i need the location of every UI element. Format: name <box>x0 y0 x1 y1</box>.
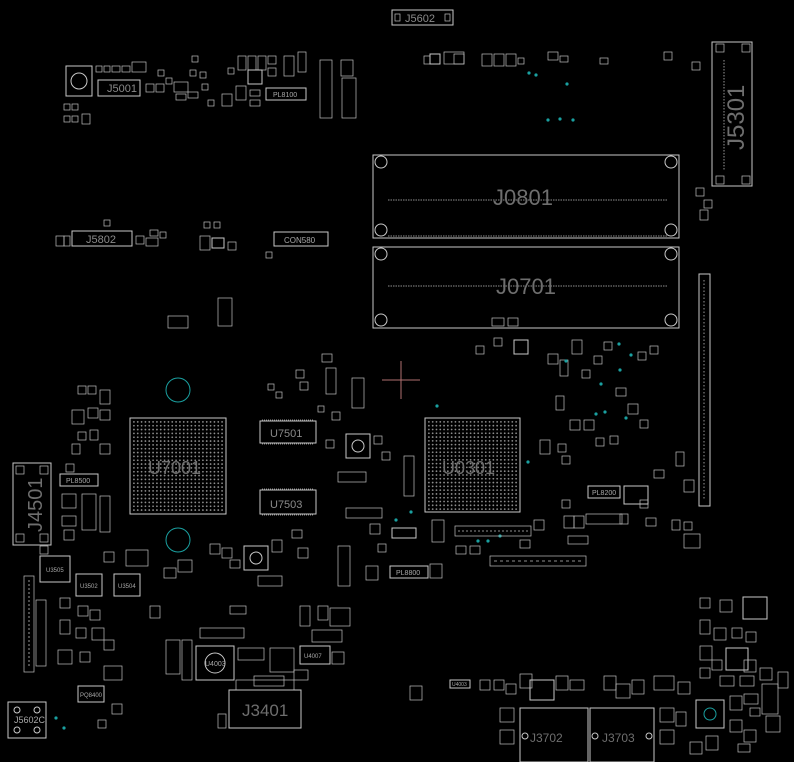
u0301-label: U0301 <box>442 458 495 478</box>
u4003-label: U4003 <box>205 661 226 668</box>
j3702-label: J3702 <box>530 731 563 745</box>
j0701-label: J0701 <box>496 274 556 299</box>
j4501-label: J4501 <box>25 478 47 533</box>
con580-label: CON580 <box>284 236 316 245</box>
u3505-label: U3505 <box>46 568 64 574</box>
pl8500-label: PL8500 <box>66 478 90 485</box>
u7503-label: U7503 <box>270 499 302 511</box>
chip-u7503: U7503 <box>259 488 317 516</box>
j5602-label: J5602 <box>405 13 435 25</box>
j5001-label: J5001 <box>107 83 137 95</box>
j0801-label: J0801 <box>493 185 553 210</box>
connector-right-vertical <box>698 273 711 507</box>
cluster-bottom-right: U4003 J3702 J3703 <box>409 596 789 762</box>
connector-j5602c: J5602C <box>7 701 66 739</box>
chip-u7501: U7501 <box>259 419 317 445</box>
dimm-slot-j0701: J0701 <box>372 246 680 329</box>
bga-u7001: U7001 <box>129 377 227 553</box>
cluster-left: PL8500 U3505 U3502 U3504 PQ8400 <box>23 385 149 729</box>
pl8800-label: PL8800 <box>396 570 420 577</box>
connector-j5301: J5301 <box>695 41 753 221</box>
connector-j5802: J5802 <box>55 219 167 247</box>
cluster-con580: CON580 <box>167 221 329 329</box>
pl8100-label: PL8100 <box>273 92 297 99</box>
pq8400-label: PQ8400 <box>80 693 103 699</box>
bga-u0301: U0301 <box>424 417 521 513</box>
u7001-label: U7001 <box>148 458 201 478</box>
connector-j3401: J3401 <box>217 679 302 729</box>
u4003s-label: U4003 <box>452 682 467 688</box>
cluster-below-u0301: PL8800 <box>337 519 587 587</box>
u3504-label: U3504 <box>118 584 136 590</box>
j5802-label: J5802 <box>86 234 116 246</box>
cluster-top-left: J5001 PL8100 <box>63 51 357 125</box>
connector-j5602: J5602 <box>391 9 454 26</box>
dimm-slot-j0801: J0801 <box>372 154 680 239</box>
cluster-center <box>267 353 439 519</box>
j3401-label: J3401 <box>242 701 288 720</box>
j3703-label: J3703 <box>602 731 635 745</box>
u3502-label: U3502 <box>80 584 98 590</box>
cluster-right-middle: PL8200 <box>394 317 701 549</box>
j5301-label: J5301 <box>723 85 750 150</box>
u4007-label: U4007 <box>304 654 322 660</box>
u7501-label: U7501 <box>270 428 302 440</box>
cluster-top-middle <box>423 51 701 122</box>
j5602c-label: J5602C <box>14 715 46 725</box>
connector-j4501: J4501 <box>12 462 52 546</box>
cluster-bottom-middle: U4003 U4007 <box>149 529 351 687</box>
pl8200-label: PL8200 <box>592 490 616 497</box>
